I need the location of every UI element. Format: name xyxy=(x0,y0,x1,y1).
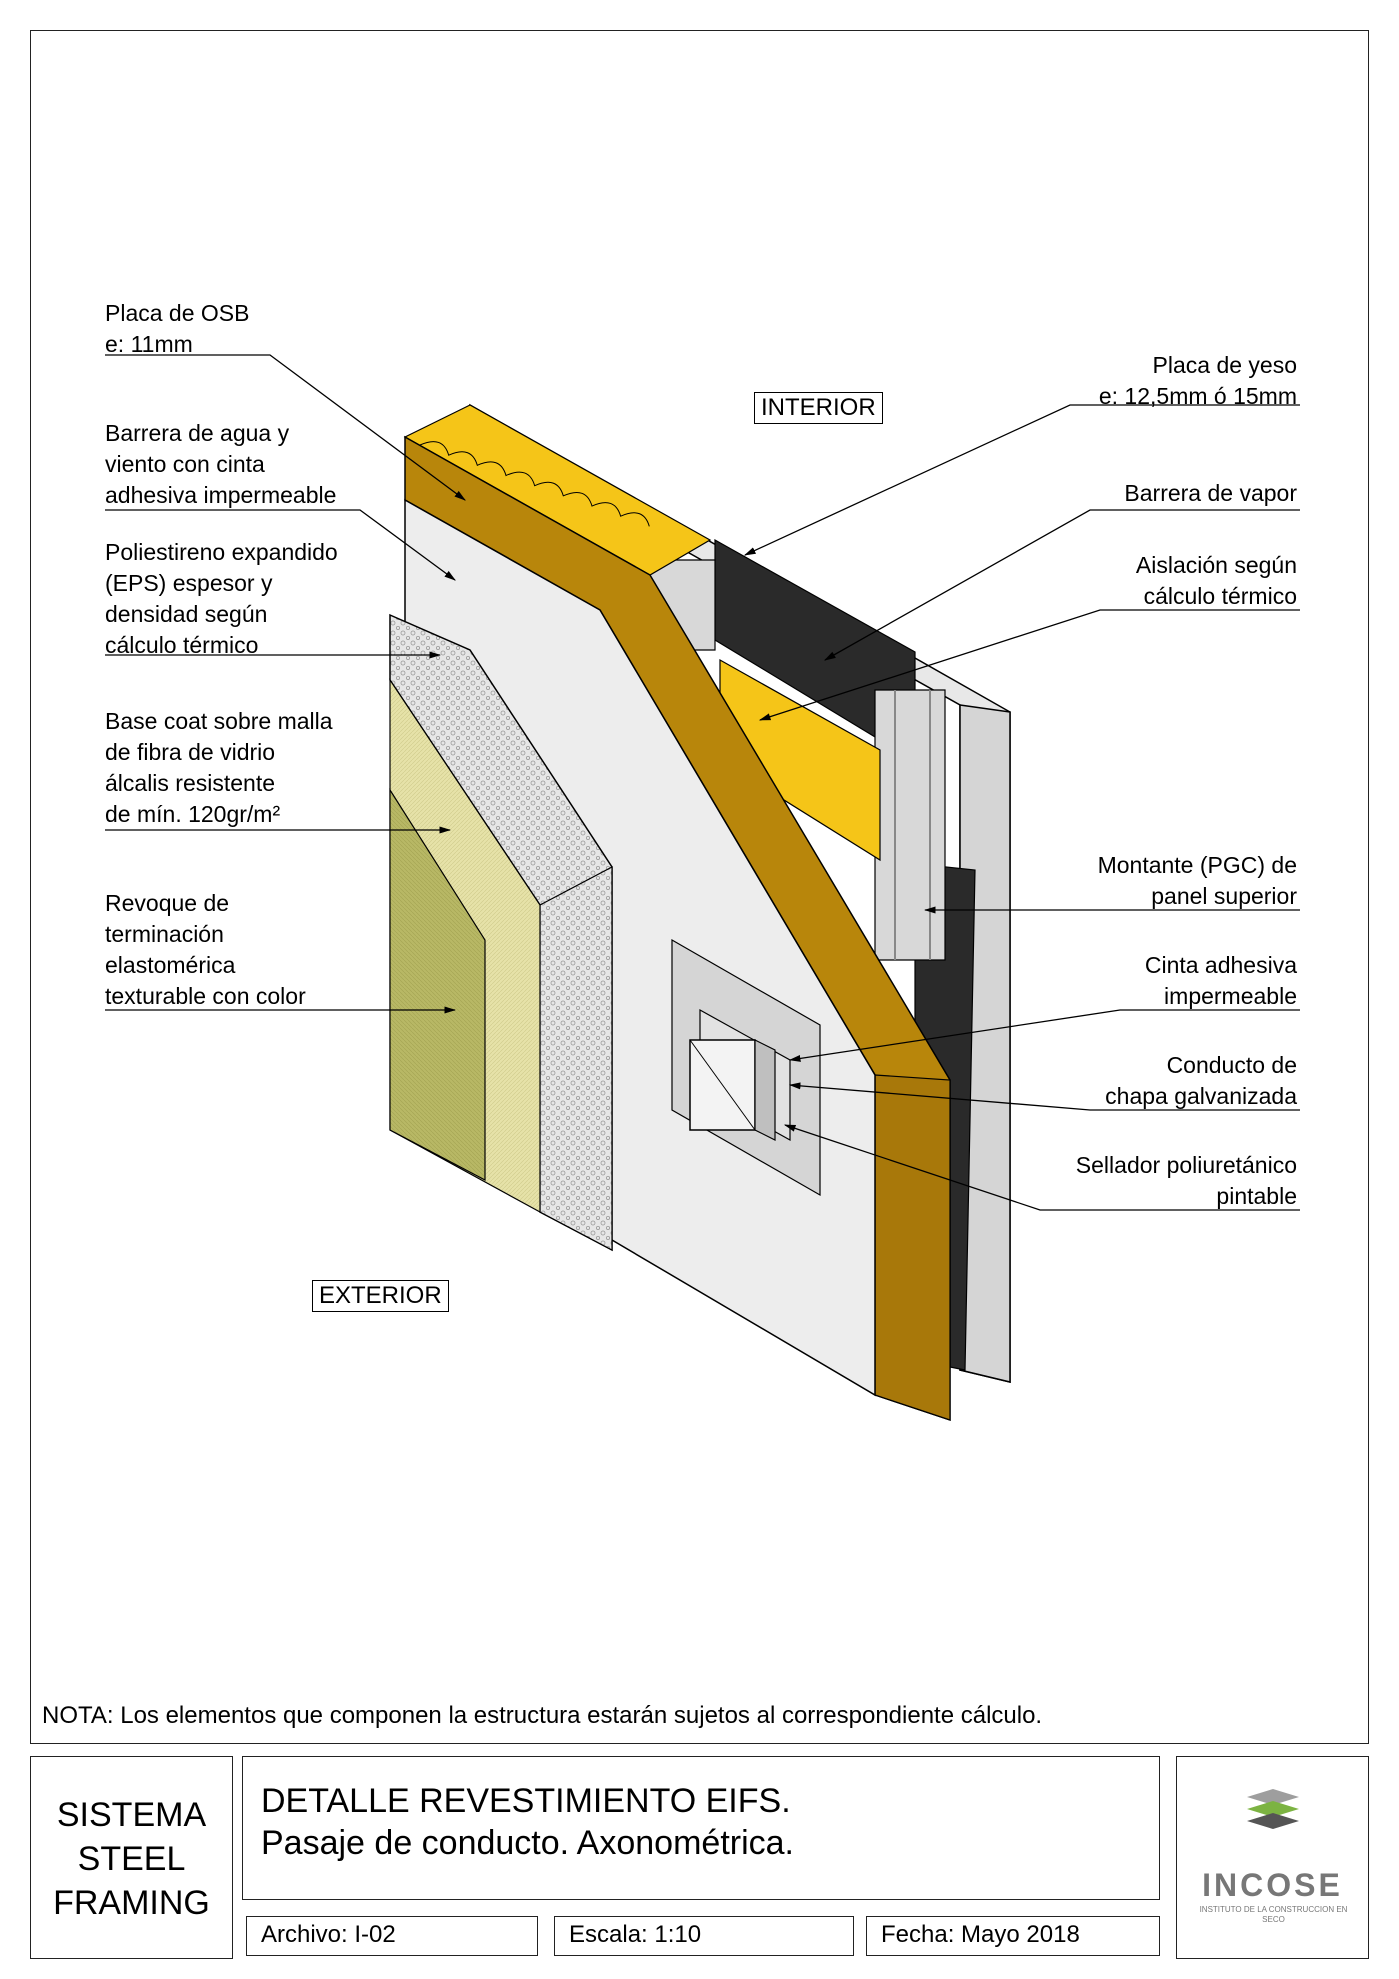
duct-penetration xyxy=(671,938,821,1197)
title-line-2: Pasaje de conducto. Axonométrica. xyxy=(261,1824,794,1862)
note-text: NOTA: Los elementos que componen la estr… xyxy=(42,1702,1043,1729)
drawing-frame xyxy=(30,30,1369,1744)
logo-cell: INCOSE INSTITUTO DE LA CONSTRUCCION EN S… xyxy=(1176,1756,1369,1959)
insulation xyxy=(403,404,881,862)
incose-logo-icon xyxy=(1247,1789,1299,1829)
title-line-1: DETALLE REVESTIMIENTO EIFS. xyxy=(261,1782,791,1820)
steel-studs xyxy=(649,559,946,961)
escala-cell: Escala: 1:10 xyxy=(554,1916,854,1956)
archivo-cell: Archivo: I-02 xyxy=(246,1916,538,1956)
tag-exterior: EXTERIOR xyxy=(312,1280,449,1312)
logo-subtext: INSTITUTO DE LA CONSTRUCCION EN SECO xyxy=(1199,1905,1348,1924)
label-vapor-barrier: Barrera de vapor xyxy=(1124,480,1297,506)
finish-render xyxy=(389,787,486,1181)
logo-text: INCOSE xyxy=(1202,1867,1343,1903)
title-cell: DETALLE REVESTIMIENTO EIFS. Pasaje de co… xyxy=(242,1756,1160,1900)
leader-lines xyxy=(105,354,1300,1211)
fecha-cell: Fecha: Mayo 2018 xyxy=(866,1916,1160,1956)
tag-interior: INTERIOR xyxy=(754,392,883,424)
